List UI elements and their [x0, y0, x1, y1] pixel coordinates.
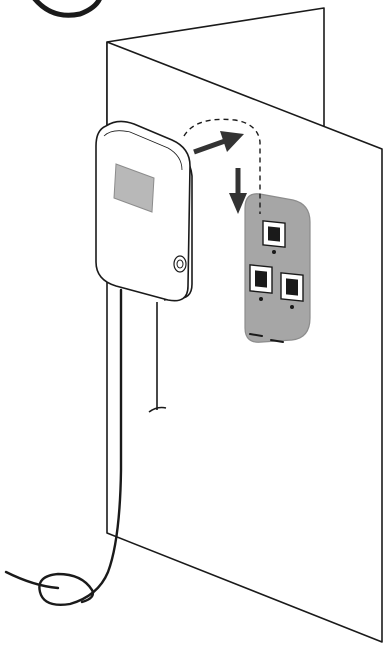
dashed-motion-path	[183, 118, 261, 214]
device-display	[113, 163, 155, 213]
move-right-arrow-icon	[193, 131, 244, 155]
step-circle-icon	[32, 0, 102, 18]
bracket-screw-tabs	[249, 333, 284, 343]
charging-cable	[4, 288, 123, 606]
bracket-slot-left	[249, 264, 273, 301]
bracket-slot-right	[280, 272, 304, 309]
motion-guides	[183, 118, 261, 214]
device-button	[173, 255, 187, 273]
bracket-slot-top	[262, 220, 286, 254]
move-down-arrow-icon	[229, 168, 247, 214]
charger-device	[95, 120, 193, 302]
device-front	[95, 120, 191, 302]
mounting-bracket	[244, 193, 311, 343]
bracket-plate	[244, 193, 311, 343]
mounting-post	[148, 302, 167, 413]
